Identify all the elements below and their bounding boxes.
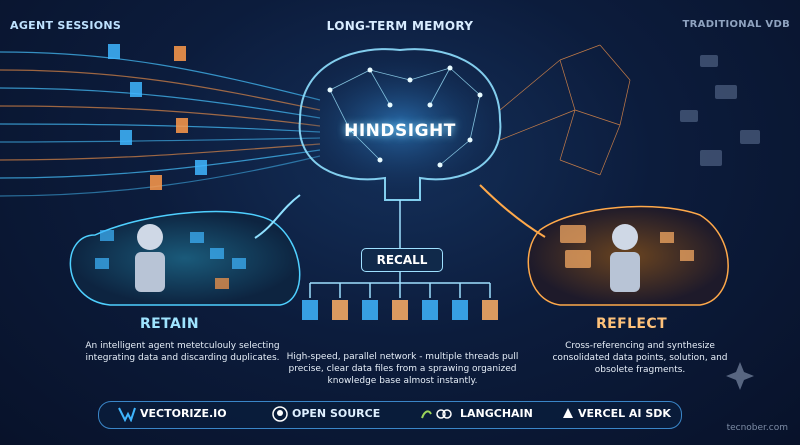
- session-document-icons: [108, 44, 207, 190]
- langchain-logo-icon: [421, 409, 452, 419]
- vectorize-logo-icon: [118, 407, 136, 422]
- vdb-network: [499, 44, 631, 176]
- traditional-vdb-header: TRADITIONAL VDB: [682, 19, 790, 30]
- reflect-screens: [560, 225, 694, 268]
- footer-vectorize[interactable]: VECTORIZE.IO: [140, 407, 227, 420]
- github-icon: [272, 406, 288, 422]
- recall-label: RECALL: [361, 248, 443, 272]
- reflect-description: Cross-referencing and synthesize consoli…: [552, 341, 728, 375]
- footer-vercel-ai-sdk[interactable]: VERCEL AI SDK: [578, 407, 671, 420]
- vdb-fragments: [680, 55, 760, 166]
- brain-network: [329, 67, 481, 166]
- long-term-memory-header: LONG-TERM MEMORY: [326, 19, 474, 33]
- recall-description: High-speed, parallel network - multiple …: [286, 352, 519, 386]
- recall-tree: [309, 200, 491, 298]
- brain-outline: [298, 48, 502, 201]
- retain-description: An intelligent agent metetculouly select…: [85, 341, 280, 363]
- recall-file-stack: [302, 300, 498, 320]
- reflect-title: REFLECT: [596, 316, 668, 332]
- reflect-arrow: [479, 184, 546, 238]
- footer-bar: [98, 401, 682, 429]
- brain-nodes: [327, 65, 483, 168]
- reflect-robot-icon: [610, 224, 640, 292]
- session-streams: [0, 51, 321, 197]
- retain-robot-icon: [135, 224, 165, 292]
- hindsight-label: HINDSIGHT: [344, 121, 456, 141]
- retain-data-cards: [95, 230, 246, 289]
- vercel-triangle-icon: [563, 408, 573, 418]
- retain-panel: [69, 210, 301, 306]
- watermark: tecnober.com: [726, 423, 788, 433]
- agent-sessions-header: AGENT SESSIONS: [10, 19, 122, 32]
- retain-title: RETAIN: [140, 316, 199, 332]
- footer-langchain[interactable]: LANGCHAIN: [460, 407, 533, 420]
- retain-arrow: [254, 194, 301, 239]
- sparkle-icon: [726, 362, 754, 390]
- footer-open-source[interactable]: OPEN SOURCE: [292, 407, 381, 420]
